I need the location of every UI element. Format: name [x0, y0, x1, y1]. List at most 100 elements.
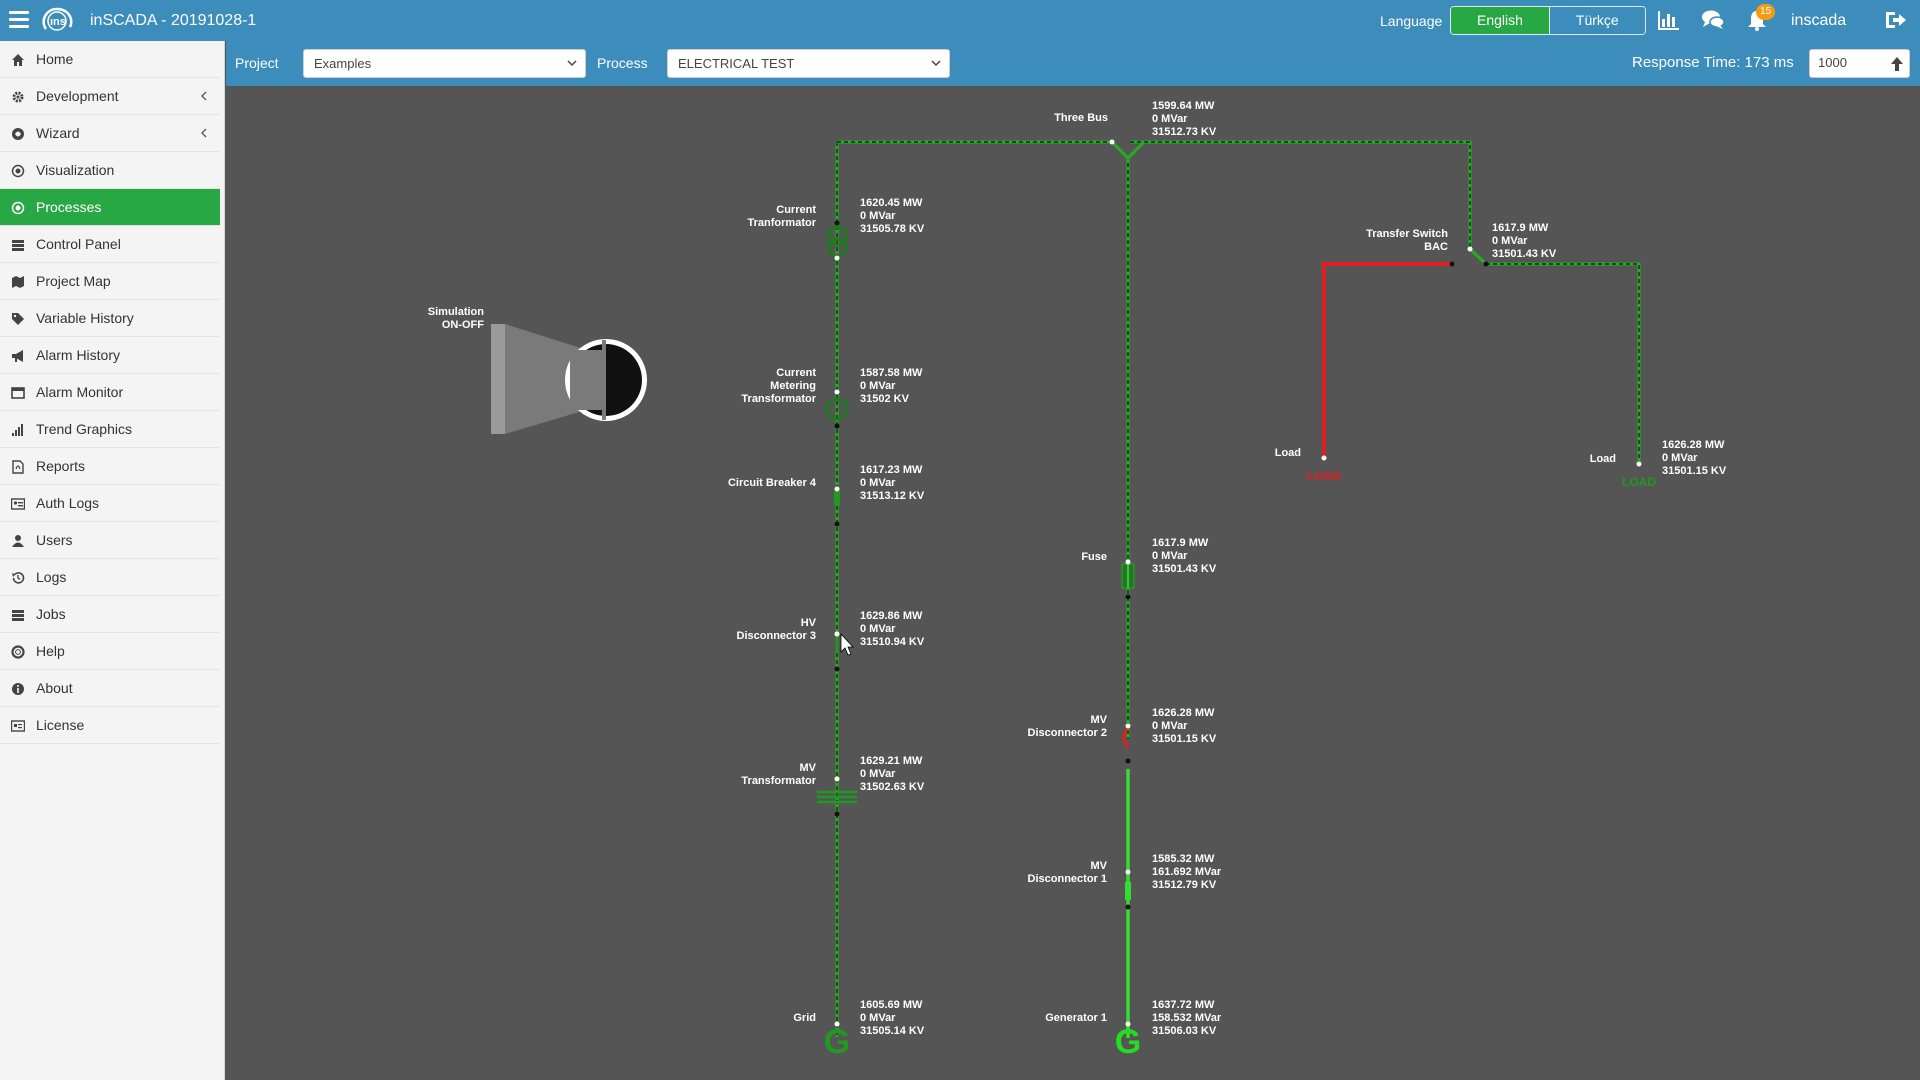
sidebar-item-label: Visualization: [36, 162, 115, 178]
bullhorn-icon: [12, 350, 23, 362]
transfer-switch-kv: 31501.43 KV: [1492, 248, 1557, 260]
mv-disconnector-1-symbol[interactable]: [1125, 869, 1131, 910]
load-right-mvar: 0 MVar: [1662, 452, 1698, 464]
menu-toggle-icon[interactable]: [9, 11, 29, 28]
chevron-down-icon: [567, 60, 577, 67]
sidebar-item-about[interactable]: About: [0, 670, 220, 707]
language-english-button[interactable]: English: [1451, 7, 1549, 34]
fuse-name: Fuse: [1081, 551, 1107, 563]
mv-disconnector-1-name-1: MV: [1091, 860, 1108, 872]
visualization-icon: [11, 164, 25, 178]
sidebar-item-label: Wizard: [36, 125, 80, 141]
process-toolbar: Project Examples Process ELECTRICAL TEST…: [226, 41, 1920, 86]
sidebar-item-license[interactable]: License: [0, 707, 220, 744]
transfer-switch-name-1: Transfer Switch: [1366, 228, 1448, 240]
simulation-on-off-switch[interactable]: [491, 324, 647, 434]
bar-chart-icon[interactable]: [1656, 9, 1680, 31]
sidebar-item-auth-logs[interactable]: Auth Logs: [0, 485, 220, 522]
sidebar-item-trend-graphics[interactable]: Trend Graphics: [0, 411, 220, 448]
generator-1-kv: 31506.03 KV: [1152, 1025, 1217, 1037]
control-panel-icon: [12, 240, 24, 251]
process-select[interactable]: ELECTRICAL TEST: [667, 49, 950, 78]
sidebar-item-label: Trend Graphics: [36, 421, 132, 437]
sidebar-item-label: About: [36, 680, 73, 696]
left-load-line-alarm: [1321, 261, 1455, 461]
generator-1-label: Generator 1 1637.72 MW 158.532 MVar 3150…: [1045, 999, 1222, 1037]
grid-generator-symbol[interactable]: G: [824, 1021, 850, 1062]
mv-disconnector-2-mvar: 0 MVar: [1152, 720, 1188, 732]
mv-disconnector-2-symbol[interactable]: [1121, 723, 1131, 764]
current-metering-mw: 1587.58 MW: [860, 367, 923, 379]
fuse-symbol[interactable]: [1121, 559, 1135, 600]
current-transformator-symbol[interactable]: [826, 220, 848, 261]
circuit-breaker-label: Circuit Breaker 4 1617.23 MW 0 MVar 3151…: [728, 464, 925, 502]
load-right-label: Load LOAD 1626.28 MW 0 MVar 31501.15 KV: [1590, 439, 1727, 489]
three-bus-kv: 31512.73 KV: [1152, 126, 1217, 138]
sidebar-item-label: License: [36, 717, 85, 733]
app-title: inSCADA - 20191028-1: [90, 12, 257, 29]
sidebar-item-alarm-monitor[interactable]: Alarm Monitor: [0, 374, 220, 411]
hv-disconnector-label: HV Disconnector 3 1629.86 MW 0 MVar 3151…: [737, 610, 925, 648]
refresh-interval-input[interactable]: [1809, 49, 1910, 78]
response-time: Response Time: 173 ms: [1632, 54, 1794, 71]
sidebar-item-label: Home: [36, 51, 74, 67]
process-label: Process: [597, 55, 648, 71]
grid-mvar: 0 MVar: [860, 1012, 896, 1024]
mv-transformator-mvar: 0 MVar: [860, 768, 896, 780]
sidebar-item-alarm-history[interactable]: Alarm History: [0, 337, 220, 374]
sidebar-item-label: Alarm History: [36, 347, 121, 363]
sidebar-item-project-map[interactable]: Project Map: [0, 263, 220, 300]
generator-1-symbol[interactable]: G: [1115, 1021, 1141, 1062]
language-turkish-button[interactable]: Türkçe: [1548, 7, 1645, 34]
simulation-label: Simulation ON-OFF: [428, 306, 485, 331]
sidebar-item-reports[interactable]: Reports: [0, 448, 220, 485]
sidebar-item-users[interactable]: Users: [0, 522, 220, 559]
chevron-left-icon: [201, 128, 207, 138]
transfer-switch-label: Transfer Switch BAC 1617.9 MW 0 MVar 315…: [1366, 222, 1557, 260]
process-canvas: .live { stroke: #22b022; stroke-width: 3…: [226, 86, 1920, 1080]
sidebar-item-development[interactable]: Development: [0, 78, 220, 115]
current-metering-transformator-symbol[interactable]: [825, 389, 849, 429]
sidebar-item-home[interactable]: Home: [0, 41, 220, 78]
mv-transformator-symbol[interactable]: [817, 776, 857, 817]
wizard-icon: [12, 128, 24, 140]
right-load-line: [1467, 246, 1642, 467]
hv-disconnector-3-symbol[interactable]: [834, 631, 840, 672]
hv-disconnector-kv: 31510.94 KV: [860, 636, 925, 648]
load-right-mw: 1626.28 MW: [1662, 439, 1725, 451]
load-left-status: LOAD: [1307, 469, 1341, 483]
mv-transformator-label: MV Transformator 1629.21 MW 0 MVar 31502…: [741, 755, 924, 793]
sidebar-item-variable-history[interactable]: Variable History: [0, 300, 220, 337]
project-select[interactable]: Examples: [303, 49, 586, 78]
hv-disconnector-name-2: Disconnector 3: [737, 630, 816, 642]
sidebar-item-label: Auth Logs: [36, 495, 100, 511]
sidebar-item-wizard[interactable]: Wizard: [0, 115, 220, 152]
hv-disconnector-mw: 1629.86 MW: [860, 610, 923, 622]
sidebar-item-label: Reports: [36, 458, 86, 474]
sidebar-item-label: Processes: [36, 199, 102, 215]
current-metering-kv: 31502 KV: [860, 393, 910, 405]
arrow-up-icon[interactable]: [1890, 56, 1904, 72]
logout-icon[interactable]: [1884, 9, 1908, 31]
transfer-switch-mw: 1617.9 MW: [1492, 222, 1549, 234]
current-transformator-mvar: 0 MVar: [860, 210, 896, 222]
current-metering-name-3: Transformator: [741, 393, 816, 405]
sidebar-item-jobs[interactable]: Jobs: [0, 596, 220, 633]
sidebar-item-label: Logs: [36, 569, 67, 585]
current-transformator-label: Current Tranformator 1620.45 MW 0 MVar 3…: [748, 197, 925, 235]
comments-icon[interactable]: [1701, 9, 1725, 31]
mv-disconnector-2-mw: 1626.28 MW: [1152, 707, 1215, 719]
circuit-breaker-4-symbol[interactable]: [834, 486, 840, 527]
sidebar-item-help[interactable]: Help: [0, 633, 220, 670]
mv-transformator-mw: 1629.21 MW: [860, 755, 923, 767]
mv-disconnector-1-mvar: 161.692 MVar: [1152, 866, 1222, 878]
refresh-interval-field[interactable]: [1818, 55, 1883, 70]
sidebar-item-control-panel[interactable]: Control Panel: [0, 226, 220, 263]
current-transformator-kv: 31505.78 KV: [860, 223, 925, 235]
current-transformator-name-1: Current: [776, 204, 816, 216]
jobs-icon: [12, 610, 24, 621]
sidebar-item-processes[interactable]: Processes: [0, 189, 220, 226]
user-menu[interactable]: inscada: [1791, 12, 1847, 29]
sidebar-item-visualization[interactable]: Visualization: [0, 152, 220, 189]
sidebar-item-logs[interactable]: Logs: [0, 559, 220, 596]
